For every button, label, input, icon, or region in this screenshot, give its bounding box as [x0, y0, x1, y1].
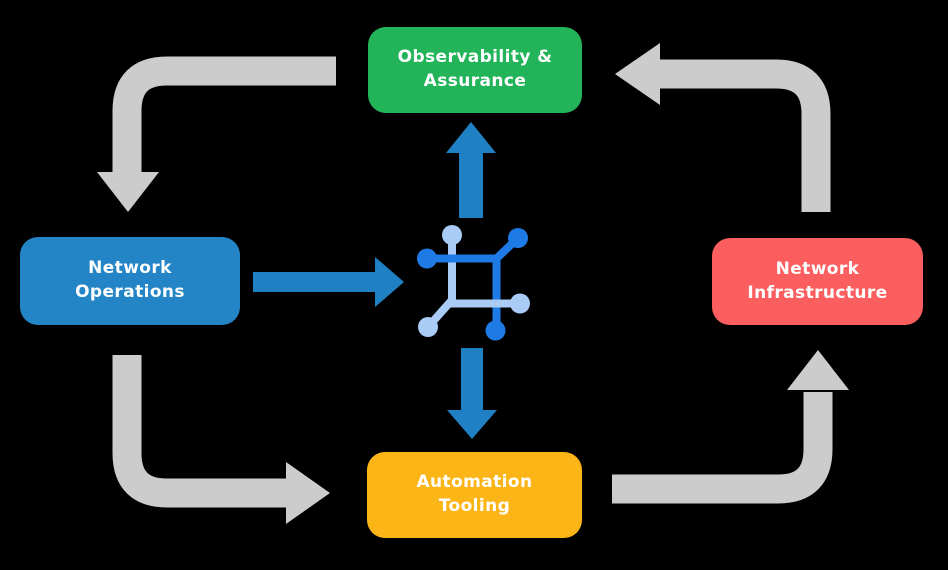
node-label-line: Assurance [423, 71, 527, 91]
node-label-line: Tooling [438, 496, 511, 516]
node-network-operations: Network Operations [20, 237, 240, 325]
arrow-platform-to-assurance [446, 122, 496, 218]
node-observability-assurance: Observability & Assurance [368, 27, 582, 113]
node-label-line: Network [88, 258, 172, 279]
arrow-platform-to-automation [447, 348, 497, 439]
arrow-operations-to-platform [253, 257, 404, 307]
node-label-line: Operations [75, 282, 185, 302]
node-automation-tooling: Automation Tooling [367, 452, 582, 538]
node-network-infrastructure: Network Infrastructure [712, 238, 923, 325]
network-fabric-icon [417, 225, 530, 341]
arrow-operations-to-automation [112, 355, 330, 524]
arrow-assurance-to-operations [97, 56, 336, 212]
node-label-line: Observability & [397, 47, 553, 68]
node-label-line: Network [775, 258, 860, 279]
arrow-automation-to-infrastructure [612, 350, 849, 504]
node-label-line: Infrastructure [747, 282, 888, 303]
arrow-infrastructure-to-assurance [615, 43, 831, 212]
node-label-line: Automation [416, 472, 533, 493]
